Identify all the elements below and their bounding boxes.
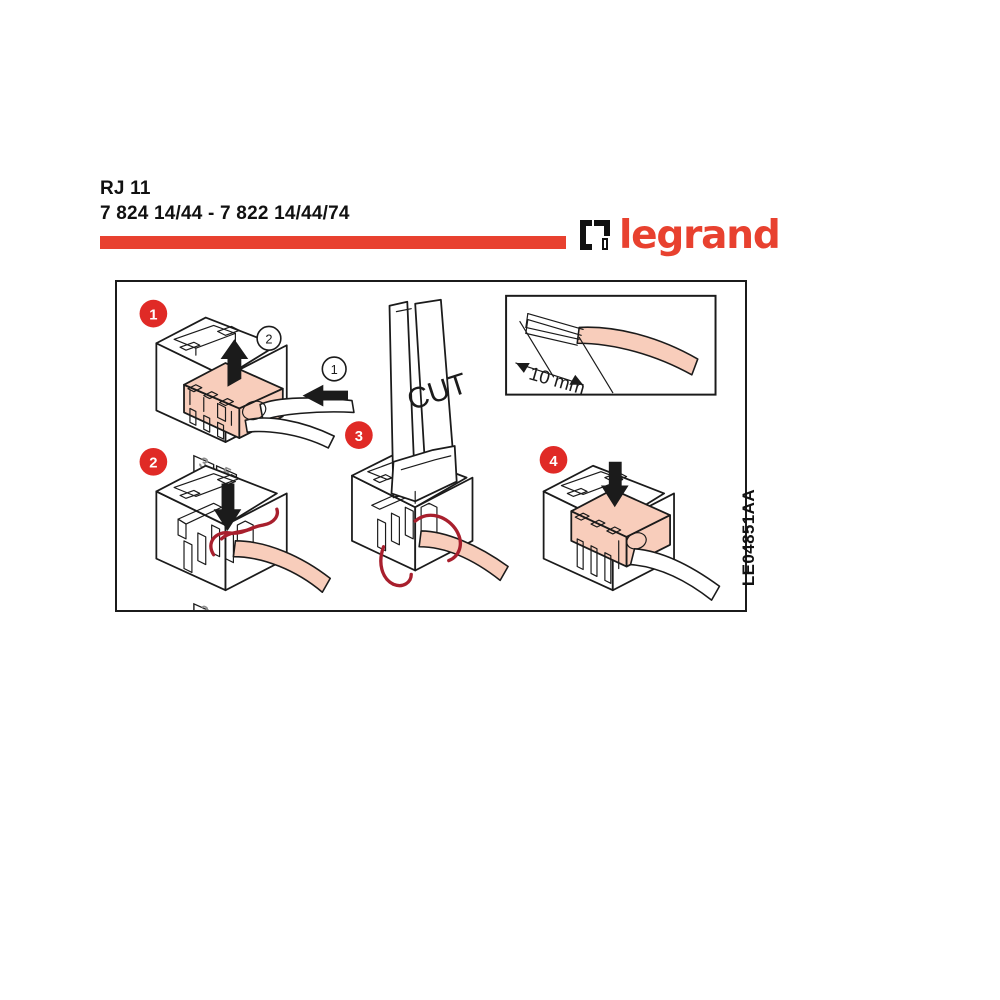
step-1-illustration: 3 5 2 1 [139, 299, 355, 500]
cut-tool: CUT [388, 298, 471, 504]
legrand-logo: legrand [578, 212, 781, 258]
instruction-illustrations: .ln { fill:none; stroke:#1b1b1b; stroke-… [139, 294, 721, 610]
step1-arrow-up: 2 [220, 325, 282, 387]
step1-callout-2: 2 [265, 331, 272, 346]
page-title: RJ 11 [100, 178, 151, 199]
cable-strip-inset: 10 mm [505, 294, 717, 398]
legrand-logo-mark-icon [580, 220, 610, 250]
step2-arrow-down [213, 483, 242, 531]
step-4-illustration: 3 5 4 [539, 446, 721, 601]
step1-callout-1: 1 [331, 362, 338, 377]
step-3-badge: 3 [345, 421, 373, 449]
step-3-number: 3 [355, 429, 363, 445]
step-2-illustration: 3 5 2 [139, 447, 332, 610]
step1-arrow-left: 1 [302, 356, 349, 407]
instruction-panel: .ln { fill:none; stroke:#1b1b1b; stroke-… [115, 280, 747, 612]
step-2-badge: 2 [139, 447, 168, 476]
step-1-number: 1 [149, 308, 157, 324]
step-4-badge: 4 [539, 446, 568, 474]
port-label-3: 3 [196, 603, 210, 610]
step4-arrow-down [600, 461, 629, 508]
step-4-number: 4 [549, 454, 558, 470]
header-red-rule [100, 236, 566, 249]
legrand-wordmark: legrand [619, 212, 781, 258]
product-references: 7 824 14/44 - 7 822 14/44/74 [100, 203, 350, 224]
step-1-badge: 1 [139, 299, 168, 328]
step-3-illustration: 3 5 CUT [345, 298, 509, 588]
step-2-number: 2 [149, 456, 157, 472]
reference-code: LE04851AA [739, 489, 758, 587]
port-labels-step2: 3 5 [193, 602, 215, 610]
document-header: RJ 11 7 824 14/44 - 7 822 14/44/74 [100, 176, 760, 226]
